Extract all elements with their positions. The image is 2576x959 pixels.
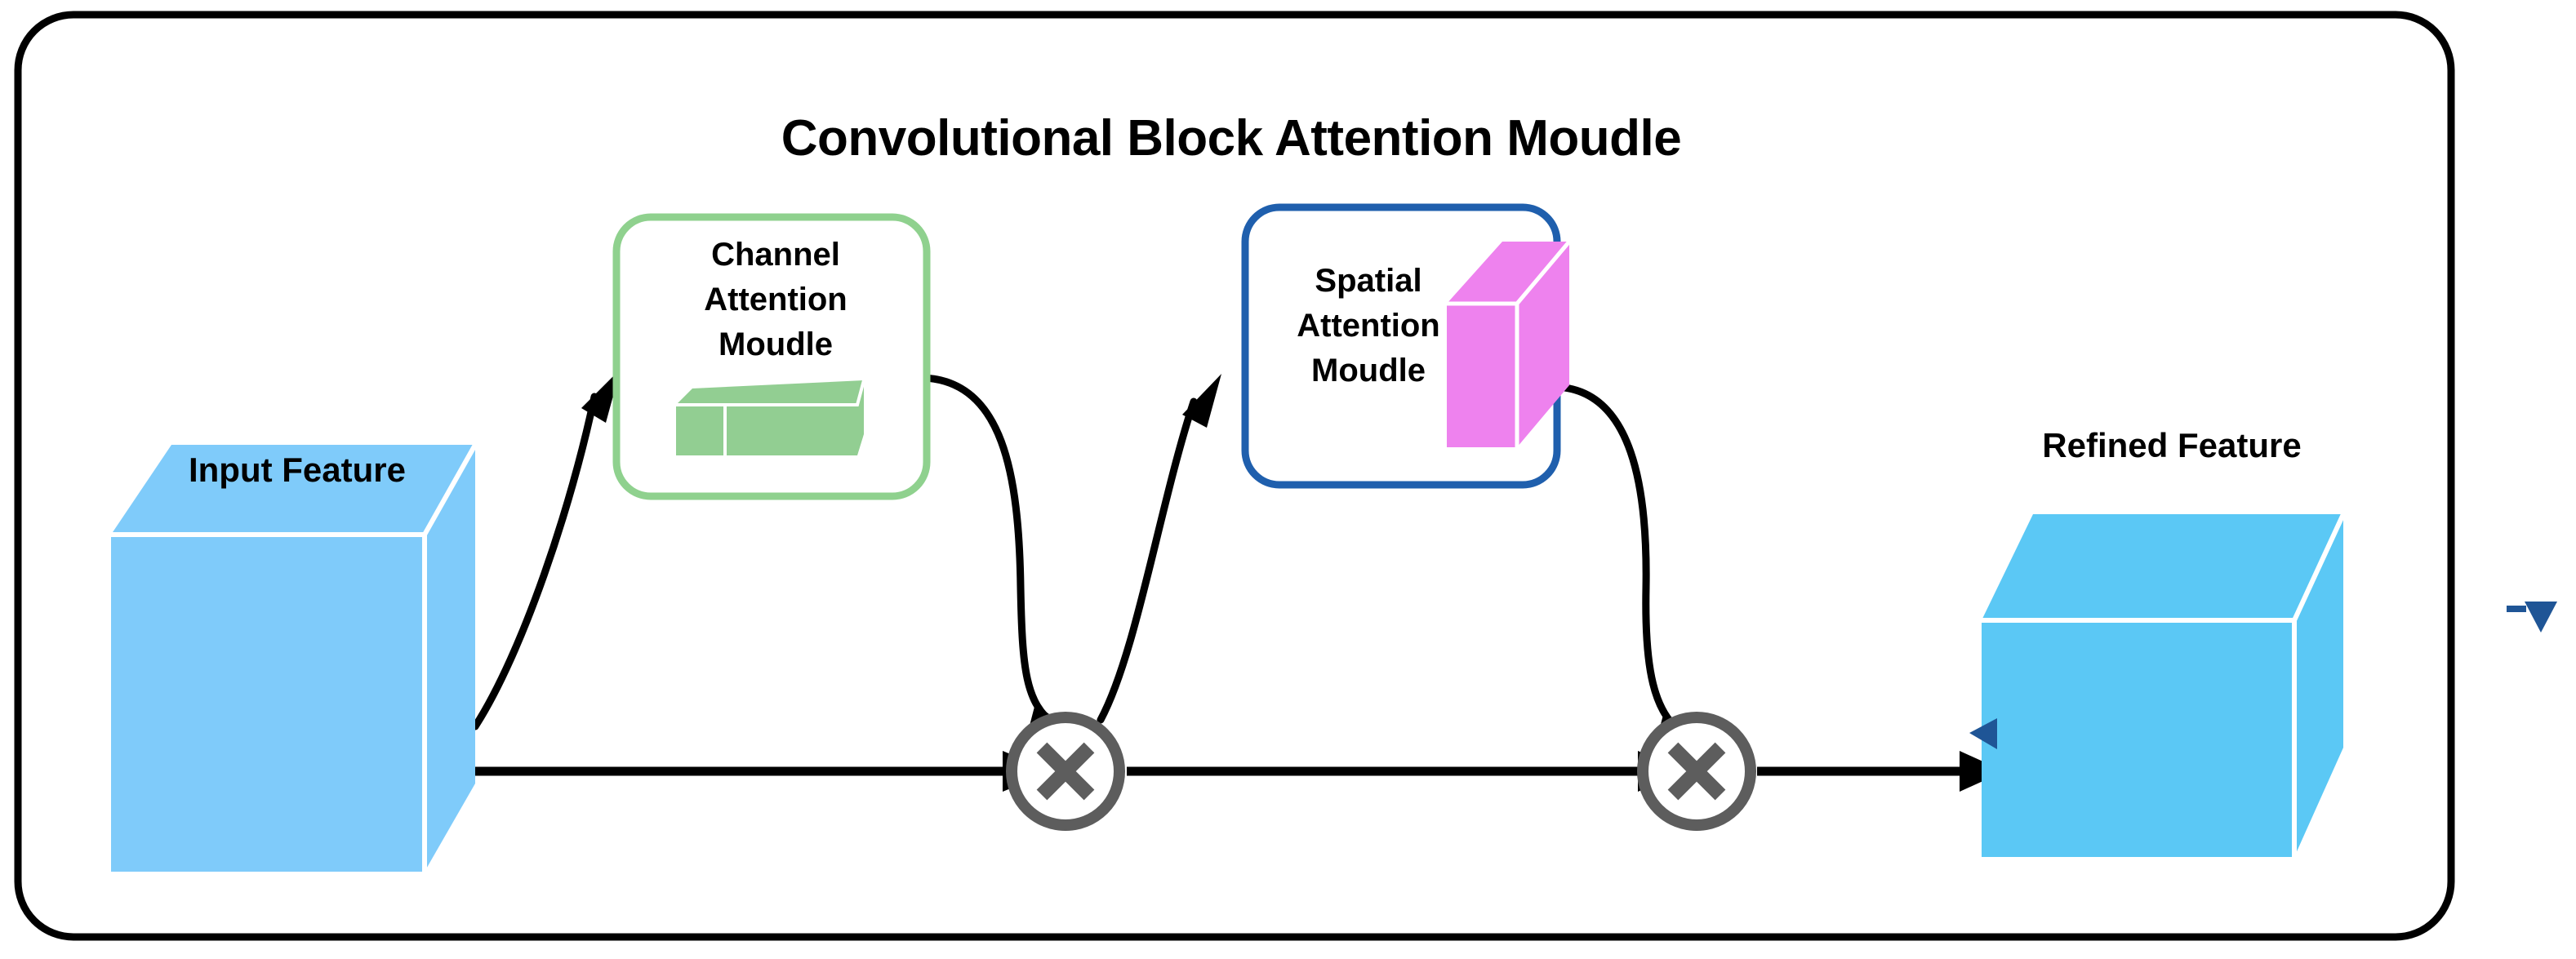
cube-front-face: [111, 535, 425, 872]
refined-feature-cube: [1982, 513, 2346, 857]
magenta-slab-icon: [1447, 240, 1571, 447]
multiply-x-icon: [1667, 742, 1726, 801]
spatial-attention-label-line3: Moudle: [1311, 353, 1426, 388]
spatial-attention-module[interactable]: [1241, 203, 1571, 489]
channel-attention-label-line2: Attention: [704, 282, 848, 317]
selection-triangle-left-icon[interactable]: [1969, 718, 1997, 749]
green-flat-slab-icon: [676, 380, 865, 455]
multiply-operator-1[interactable]: [1006, 712, 1125, 831]
cube-right-face: [2294, 514, 2343, 857]
selection-triangle-down-icon[interactable]: [2525, 602, 2557, 633]
spatial-attention-label-line2: Attention: [1297, 308, 1440, 344]
channel-attention-label-line3: Moudle: [719, 326, 833, 362]
multiply-x-icon: [1036, 742, 1095, 801]
multiply-operator-2[interactable]: [1637, 712, 1756, 831]
spatial-attention-label-line1: Spatial: [1315, 263, 1421, 299]
selection-stem: [2507, 606, 2526, 612]
channel-attention-label-line1: Channel: [711, 237, 840, 273]
cube-top-face: [1982, 514, 2343, 620]
page-title: Convolutional Block Attention Moudle: [781, 110, 1682, 166]
cube-right-face: [425, 445, 475, 872]
refined-feature-label: Refined Feature: [2042, 426, 2301, 464]
edge-input-to-channel-attention: [471, 369, 621, 730]
cube-top-face: [111, 445, 475, 535]
input-feature-label: Input Feature: [189, 451, 406, 489]
edge-multiply1-to-spatial-attention: [1097, 374, 1221, 724]
cube-front-face: [1982, 620, 2294, 857]
channel-attention-module[interactable]: [612, 213, 931, 500]
input-feature-cube: [111, 443, 478, 872]
